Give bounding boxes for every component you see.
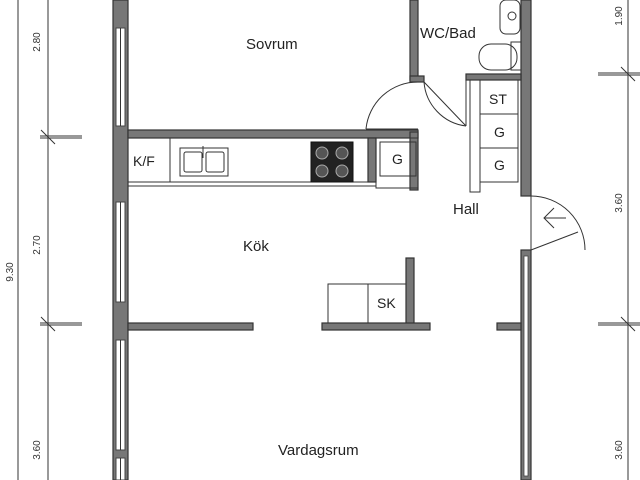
dim-right-mid: 3.60 xyxy=(614,193,625,213)
room-label-hall: Hall xyxy=(453,201,479,218)
fixture-label-storage: ST xyxy=(489,91,507,107)
fixture-label-fridge-freezer: K/F xyxy=(133,153,155,169)
entrance-door xyxy=(530,195,586,251)
right-dimension-lines xyxy=(598,0,640,480)
bedroom-door xyxy=(365,81,419,130)
fixture-label-cabinet: SK xyxy=(377,295,396,311)
fixture-label-wardrobe-kitchen: G xyxy=(392,151,403,167)
dim-right-top: 1.90 xyxy=(614,6,625,26)
dim-right-bottom: 3.60 xyxy=(614,440,625,460)
sink-icon xyxy=(179,146,229,177)
right-exterior-wall xyxy=(520,0,532,480)
kitchen-wardrobe xyxy=(379,141,417,177)
dim-left-mid: 2.70 xyxy=(32,235,43,255)
room-label-bedroom: Sovrum xyxy=(246,36,298,53)
fixture-label-wardrobe-1: G xyxy=(494,124,505,140)
bath-fixtures xyxy=(478,0,522,71)
dim-left-top: 2.80 xyxy=(32,32,43,52)
fixture-label-wardrobe-2: G xyxy=(494,157,505,173)
dim-total-height: 9.30 xyxy=(5,262,16,282)
bath-door xyxy=(423,80,467,127)
dim-left-bottom: 3.60 xyxy=(32,440,43,460)
kitchen-wardrobe-outer xyxy=(375,137,419,189)
room-label-living: Vardagsrum xyxy=(278,442,359,459)
sk-cabinet xyxy=(327,283,407,324)
stove-icon xyxy=(310,141,354,183)
left-dimension-lines xyxy=(17,0,82,480)
room-label-wc-bath: WC/Bad xyxy=(420,25,476,42)
room-label-kitchen: Kök xyxy=(243,238,269,255)
hall-storage xyxy=(469,79,519,193)
left-exterior-wall xyxy=(112,0,129,480)
